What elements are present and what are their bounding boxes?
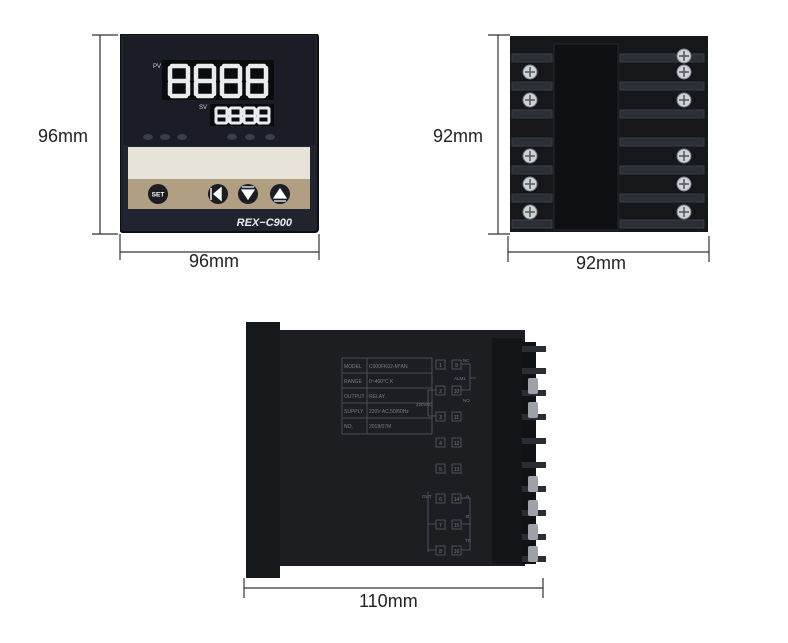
terminal-1: 1 [439, 363, 442, 369]
label-nc: NC [463, 358, 470, 363]
up-arrow-icon [272, 187, 288, 202]
rear-width-label: 92mm [576, 253, 627, 273]
front-height-label: 96mm [38, 126, 89, 146]
terminal-16: 16 [454, 549, 460, 555]
terminal-15: 15 [454, 523, 460, 529]
spec-value-model: C900FK02-M*AN [369, 364, 408, 370]
terminal-10: 10 [454, 389, 460, 395]
terminal-6: 6 [439, 497, 442, 503]
label-supply: 220VAC [416, 402, 433, 407]
front-height-dimension [92, 34, 118, 235]
label-alm1: ALM1 [454, 376, 466, 381]
terminal-7: 7 [439, 523, 442, 529]
spec-value-supply: 220V AC,50/60Hz [369, 409, 409, 415]
spec-value-range: 0~400°C K [369, 379, 394, 385]
front-width-label: 96mm [189, 251, 240, 271]
set-button[interactable] [148, 184, 168, 204]
set-button-label: SET [152, 192, 165, 199]
spec-key-supply: SUPPLY [344, 409, 364, 415]
terminal-3: 3 [439, 415, 442, 421]
terminal-11: 11 [454, 415, 459, 421]
rear-height-label: 92mm [433, 126, 484, 146]
terminal-8: 8 [439, 549, 442, 555]
shift-icon [210, 186, 222, 202]
spec-value-no: 2018/07M [369, 424, 391, 430]
side-length-label: 110mm [359, 591, 418, 611]
label-a: A [466, 494, 469, 499]
side-length-dimension [243, 578, 544, 598]
terminal-14: 14 [454, 497, 460, 503]
model-name: REX−C900 [237, 217, 293, 229]
sv-label: SV [199, 105, 207, 111]
spec-key-model: MODEL [344, 364, 362, 370]
label-out: OUT [422, 494, 432, 499]
label-no: NO [463, 398, 470, 403]
terminal-2: 2 [439, 389, 442, 395]
terminal-4: 4 [439, 441, 442, 447]
spec-value-output: RELAY [369, 394, 386, 400]
down-arrow-icon [240, 186, 256, 201]
controller-side-body: MODEL C900FK02-M*AN RANGE 0~400°C K OUTP… [246, 322, 546, 578]
terminal-9: 9 [455, 363, 458, 369]
pv-label: PV [153, 64, 161, 70]
rear-height-dimension [488, 34, 510, 235]
spec-key-range: RANGE [344, 379, 362, 385]
terminal-12: 12 [454, 441, 460, 447]
terminal-13: 13 [454, 467, 460, 473]
spec-key-output: OUTPUT [344, 394, 365, 400]
terminal-5: 5 [439, 467, 442, 473]
rear-width-dimension [507, 236, 710, 262]
label-tc: TC [465, 538, 472, 543]
label-b: B [466, 514, 469, 519]
spec-key-no: NO. [344, 424, 353, 430]
front-width-dimension [119, 234, 320, 260]
controller-rear-panel [510, 36, 708, 232]
controller-front-panel: PV SV SET REX−C900 [120, 34, 319, 233]
